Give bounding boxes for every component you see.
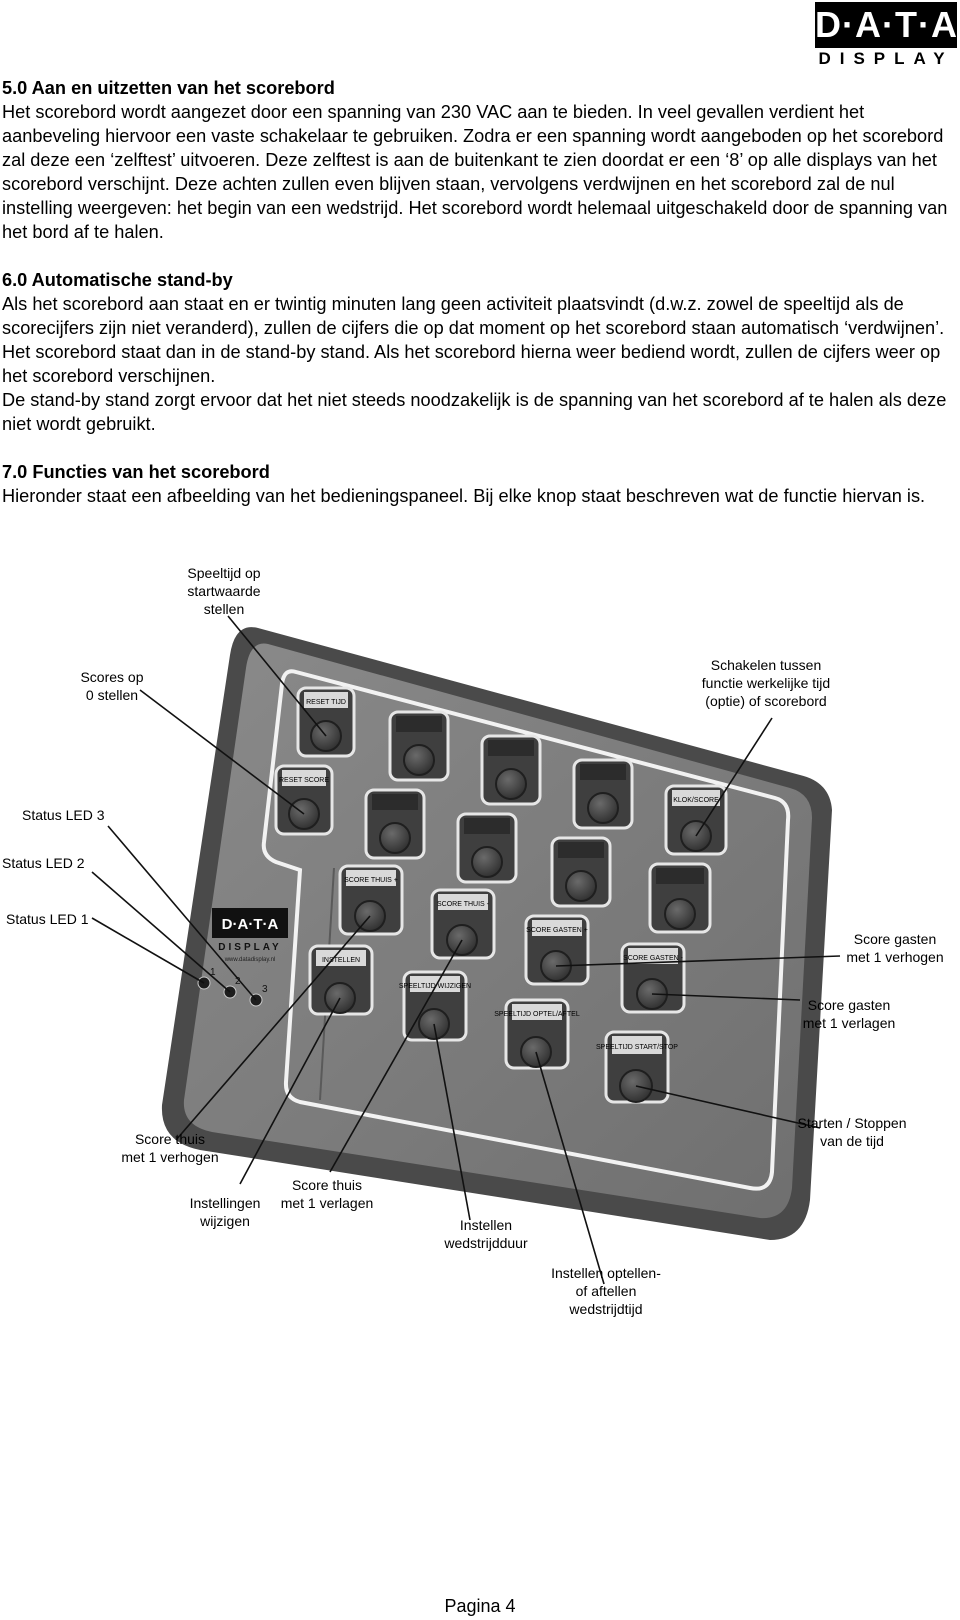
callout-score-thuis-verlagen: Score thuis met 1 verlagen — [280, 1177, 374, 1211]
key-score-thuis-min: SCORE THUIS - — [430, 888, 496, 960]
key-label: KLOK/SCORE — [673, 797, 719, 804]
callout-status-led-2: Status LED 2 — [2, 855, 85, 871]
key-blank-1 — [388, 710, 450, 782]
key-speeltijd-start-stop: SPEELTIJD START/STOP — [596, 1030, 678, 1104]
section-heading-5: 5.0 Aan en uitzetten van het scorebord — [2, 78, 335, 98]
key-speeltijd-wijzigen: SPEELTIJD WIJZIGEN — [399, 970, 471, 1042]
panel-logo-subtitle: DISPLAY — [218, 942, 281, 953]
led-2-number: 2 — [235, 976, 241, 987]
leader-lines — [91, 615, 841, 1285]
section-5-paragraph: Het scorebord wordt aangezet door een sp… — [2, 102, 948, 242]
key-score-gasten-plus: SCORE GASTEN + — [524, 914, 590, 986]
key-label: SPEELTIJD START/STOP — [596, 1044, 678, 1051]
callout-scores-nul: Scores op 0 stellen — [80, 669, 144, 703]
key-blank-5 — [456, 812, 518, 884]
key-area-outline — [261, 669, 791, 1191]
key-blank-2 — [480, 734, 542, 806]
key-blank-4 — [364, 788, 426, 860]
callout-starten-stoppen: Starten / Stoppen van de tijd — [797, 1115, 907, 1149]
body-text: 5.0 Aan en uitzetten van het scorebord H… — [2, 76, 952, 508]
callout-instellingen-wijzigen: Instellingen wijzigen — [189, 1195, 261, 1229]
logo-subtitle: DISPLAY — [818, 49, 954, 68]
key-reset-tijd: RESET TIJD — [296, 686, 356, 758]
key-label: RESET SCORE — [279, 777, 329, 784]
key-label: RESET TIJD — [306, 699, 346, 706]
callout-optellen-aftellen: Instellen optellen- of aftellen wedstrij… — [551, 1265, 661, 1317]
callout-speeltijd-startwaarde: Speeltijd op startwaarde stellen — [187, 565, 261, 617]
page-number: Pagina 4 — [444, 1596, 516, 1616]
logo-wordmark: D·A·T·A — [815, 2, 957, 48]
key-label: SCORE THUIS + — [344, 877, 398, 884]
control-panel-figure: RESET TIJD RESET SCORE — [0, 560, 960, 1380]
key-instellen: INSTELLEN — [308, 944, 374, 1016]
section-6-paragraph-2: De stand-by stand zorgt ervoor dat het n… — [2, 390, 947, 434]
led-1-number: 1 — [210, 967, 216, 978]
key-reset-score: RESET SCORE — [274, 764, 334, 836]
callout-status-led-1: Status LED 1 — [6, 911, 89, 927]
section-7-paragraph: Hieronder staat een afbeelding van het b… — [2, 486, 926, 506]
brand-logo: D·A·T·A DISPLAY — [815, 2, 957, 72]
callout-score-thuis-verhogen: Score thuis met 1 verhogen — [121, 1131, 219, 1165]
section-heading-7: 7.0 Functies van het scorebord — [2, 462, 270, 482]
key-blank-7 — [648, 862, 712, 934]
key-label: SCORE THUIS - — [437, 901, 490, 908]
key-klok-score: KLOK/SCORE — [664, 784, 728, 856]
key-score-gasten-min: SCORE GASTEN - — [620, 942, 686, 1014]
panel-logo-url: www.datadisplay.nl — [224, 957, 276, 963]
panel-logo-wordmark: D·A·T·A — [222, 916, 279, 933]
callout-status-led-3: Status LED 3 — [22, 807, 105, 823]
section-6-paragraph-1: Als het scorebord aan staat en er twinti… — [2, 294, 945, 386]
control-panel-drawing: RESET TIJD RESET SCORE — [91, 615, 841, 1285]
led-3-number: 3 — [262, 984, 268, 995]
key-blank-6 — [550, 836, 612, 908]
key-label: INSTELLEN — [322, 957, 360, 964]
section-heading-6: 6.0 Automatische stand-by — [2, 270, 233, 290]
key-label: SPEELTIJD OPTEL/AFTEL — [494, 1011, 580, 1018]
key-blank-3 — [572, 758, 634, 830]
key-label: SCORE GASTEN - — [623, 955, 684, 962]
callout-schakelen-tijd: Schakelen tussen functie werkelijke tijd… — [701, 657, 831, 709]
key-label: SCORE GASTEN + — [526, 927, 588, 934]
callout-score-gasten-verhogen: Score gasten met 1 verhogen — [846, 931, 944, 965]
key-speeltijd-optel-aftel: SPEELTIJD OPTEL/AFTEL — [494, 998, 580, 1070]
callout-score-gasten-verlagen: Score gasten met 1 verlagen — [802, 997, 896, 1031]
callout-wedstrijdduur: Instellen wedstrijdduur — [444, 1217, 528, 1251]
panel-logo: D·A·T·A DISPLAY www.datadisplay.nl — [212, 908, 288, 963]
key-score-thuis-plus: SCORE THUIS + — [338, 864, 404, 936]
